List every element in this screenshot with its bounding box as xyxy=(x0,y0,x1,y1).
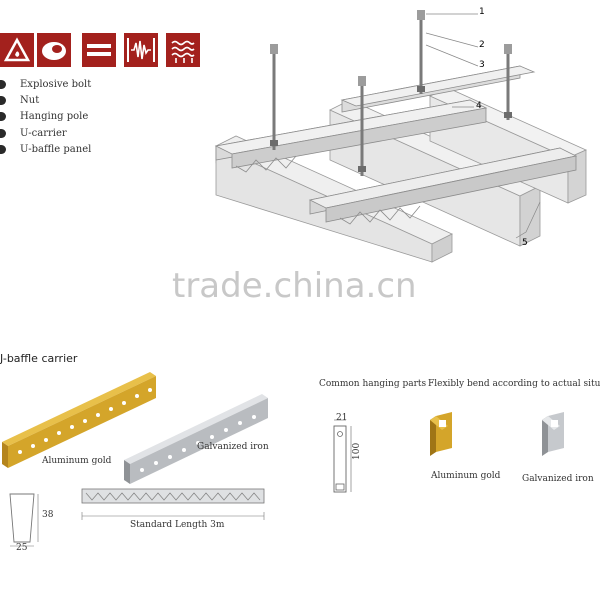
bracket-aluminum-gold-label: Aluminum gold xyxy=(431,471,501,481)
legend-item-u-carrier: U-carrier xyxy=(0,126,67,140)
hanging-height-label: 100 xyxy=(352,442,362,460)
fire-resistant-icon xyxy=(0,33,34,67)
carrier-flat-view xyxy=(81,488,265,520)
u-carrier-back xyxy=(308,147,578,225)
hanging-parts-illustrations xyxy=(333,412,564,493)
profile-height-label: 38 xyxy=(42,510,54,520)
heat-resistant-icon xyxy=(166,33,200,67)
common-hanging-title: Common hanging parts xyxy=(319,379,427,389)
legend-label: Nut xyxy=(20,94,40,106)
aluminum-gold-bracket xyxy=(430,412,452,456)
standard-length-label: Standard Length 3m xyxy=(130,520,225,530)
callout-number: 2 xyxy=(479,40,485,50)
watermark: trade.china.cn xyxy=(172,266,417,306)
u-carrier-upper xyxy=(340,65,536,113)
legend-item-hanging-pole: Hanging pole xyxy=(0,109,88,123)
flexible-bend-title: Flexibly bend according to actual situat… xyxy=(428,379,600,389)
bullet-icon xyxy=(0,111,6,121)
aluminum-gold-carrier xyxy=(2,372,156,468)
legend-item-explosive-bolt: Explosive bolt xyxy=(0,77,91,91)
anti-corrosion-icon xyxy=(82,33,116,67)
bullet-icon xyxy=(0,144,6,154)
bracket-galvanized-iron-label: Galvanized iron xyxy=(522,474,594,484)
galvanized-iron-bracket xyxy=(542,412,564,456)
bullet-icon xyxy=(0,79,6,89)
callout-number: 4 xyxy=(476,101,482,111)
legend-item-u-baffle-panel: U-baffle panel xyxy=(0,142,91,156)
hanging-pole-3 xyxy=(417,10,425,94)
sound-absorption-icon xyxy=(124,33,158,67)
carrier-section-title: J-baffle carrier xyxy=(0,352,78,365)
legend-label: Explosive bolt xyxy=(20,78,92,90)
hanging-width-label: 21 xyxy=(336,413,348,423)
carrier-illustrations xyxy=(2,372,268,547)
bullet-icon xyxy=(0,128,6,138)
hanging-pole-1 xyxy=(270,44,278,150)
bullet-icon xyxy=(0,95,6,105)
legend-label: Hanging pole xyxy=(20,110,89,122)
callout-number: 3 xyxy=(479,60,485,70)
legend-item-nut: Nut xyxy=(0,93,39,107)
common-hanging-part xyxy=(333,419,352,493)
legend-label: U-baffle panel xyxy=(20,143,92,155)
legend-label: U-carrier xyxy=(20,127,67,139)
moisture-proof-icon xyxy=(37,33,71,67)
profile-width-label: 25 xyxy=(16,543,28,553)
u-carrier-front xyxy=(214,99,488,173)
ceiling-assembly-diagram xyxy=(214,10,587,263)
hanging-pole-4 xyxy=(504,44,512,120)
aluminum-gold-label: Aluminum gold xyxy=(42,456,112,466)
hanging-pole-2 xyxy=(358,76,366,176)
galvanized-iron-label: Galvanized iron xyxy=(197,442,269,452)
callout-leaders xyxy=(425,13,541,239)
callout-number: 1 xyxy=(479,7,485,17)
carrier-profile xyxy=(9,493,39,547)
callout-number: 5 xyxy=(522,238,528,248)
galvanized-iron-carrier xyxy=(124,394,268,484)
